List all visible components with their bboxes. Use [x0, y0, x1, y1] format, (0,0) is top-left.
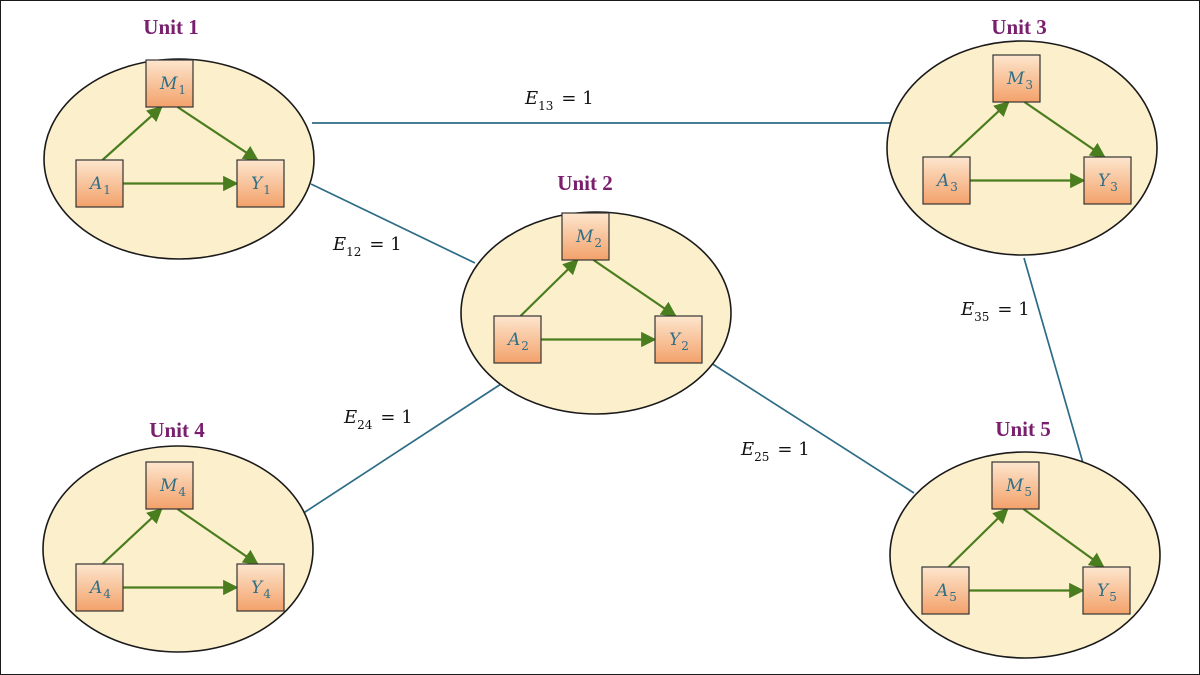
unit-1-node-m-label: M1 — [159, 74, 186, 97]
unit-3-node-m-label: M3 — [1006, 69, 1033, 92]
unit-4-node-y: Y4 — [236, 563, 285, 612]
unit-5-node-m-label: M5 — [1005, 476, 1032, 499]
edges-layer — [301, 122, 1084, 515]
unit-2-node-y-label: Y2 — [669, 330, 689, 353]
unit-5-node-a-label: A5 — [934, 581, 957, 604]
unit-3-node-a-label: A3 — [935, 171, 958, 194]
unit-2-node-m-label: M2 — [575, 227, 602, 250]
unit-2-arrow-a-to-m — [519, 258, 579, 317]
unit-3-node-a-box — [922, 156, 971, 205]
unit-3-node-m-box — [992, 54, 1041, 103]
edge-1-2-line — [310, 183, 476, 264]
edge-labels: E13= 1 E12= 1 E35= 1 E24= 1 E25= 1 — [332, 88, 1030, 464]
unit-5-arrow-a-to-m — [947, 507, 1009, 568]
unit-4-title: Unit 4 — [149, 418, 205, 442]
unit-5-node-y-box — [1082, 566, 1131, 615]
unit-2-node-m: M2 — [561, 212, 610, 261]
edge-3-5-line — [1023, 257, 1084, 464]
unit-2-arrow-m-to-y — [592, 259, 677, 317]
unit-3-node-y-label: Y3 — [1098, 171, 1118, 194]
unit-1-node-y-box — [236, 159, 285, 208]
unit-1-node-a-label: A1 — [88, 174, 111, 197]
unit-1-title: Unit 1 — [143, 15, 198, 39]
unit-4-node-a-box — [75, 563, 124, 612]
unit-5-node-a-box — [921, 566, 970, 615]
unit-5-node-m: M5 — [991, 461, 1040, 510]
edge-label-24: E24= 1 — [343, 407, 413, 432]
unit-2-node-y-box — [654, 315, 703, 364]
unit-3-arrow-m-to-y — [1023, 101, 1106, 158]
edge-label-12: E12= 1 — [332, 234, 402, 259]
unit-3-node-a: A3 — [922, 156, 971, 205]
unit-4-arrow-a-to-m — [101, 507, 163, 565]
unit-1-node-y-label: Y1 — [251, 174, 271, 197]
unit-1-node-a-box — [75, 159, 124, 208]
unit-4-node-y-box — [236, 563, 285, 612]
unit-1-node-y: Y1 — [236, 159, 285, 208]
unit-5-node-a: A5 — [921, 566, 970, 615]
unit-2-title: Unit 2 — [557, 171, 612, 195]
edge-2-4-line — [301, 383, 502, 515]
unit-1-arrow-m-to-y — [176, 106, 259, 161]
unit-4-node-a: A4 — [75, 563, 124, 612]
unit-2-node-a-label: A2 — [506, 330, 529, 353]
unit-4-node-m-box — [145, 461, 194, 510]
unit-4-node-m-label: M4 — [159, 476, 186, 499]
unit-3-node-y: Y3 — [1083, 156, 1132, 205]
unit-4-node-m: M4 — [145, 461, 194, 510]
unit-4-node-y-label: Y4 — [251, 578, 271, 601]
unit-5-node-m-box — [991, 461, 1040, 510]
unit-3-title: Unit 3 — [991, 15, 1046, 39]
unit-2-node-a: A2 — [493, 315, 542, 364]
edge-label-13: E13= 1 — [524, 88, 594, 113]
edge-label-35: E35= 1 — [960, 299, 1030, 324]
edge-label-25: E25= 1 — [740, 439, 810, 464]
unit-4-node-a-label: A4 — [88, 578, 111, 601]
unit-5-title: Unit 5 — [995, 417, 1050, 441]
unit-5-node-y: Y5 — [1082, 566, 1131, 615]
unit-1-ellipse — [43, 58, 315, 260]
unit-5-arrow-m-to-y — [1022, 508, 1105, 568]
unit-1-arrow-a-to-m — [101, 105, 163, 161]
edge-2-5-line — [710, 362, 915, 494]
unit-3-node-y-box — [1083, 156, 1132, 205]
unit-1-node-m: M1 — [145, 59, 194, 108]
unit-3-arrow-a-to-m — [948, 100, 1010, 158]
unit-2-node-m-box — [561, 212, 610, 261]
unit-5-node-y-label: Y5 — [1097, 581, 1117, 604]
unit-1-node-a: A1 — [75, 159, 124, 208]
unit-2-node-a-box — [493, 315, 542, 364]
unit-1-node-m-box — [145, 59, 194, 108]
unit-3-node-m: M3 — [992, 54, 1041, 103]
unit-4-arrow-m-to-y — [176, 508, 259, 565]
unit-2-node-y: Y2 — [654, 315, 703, 364]
